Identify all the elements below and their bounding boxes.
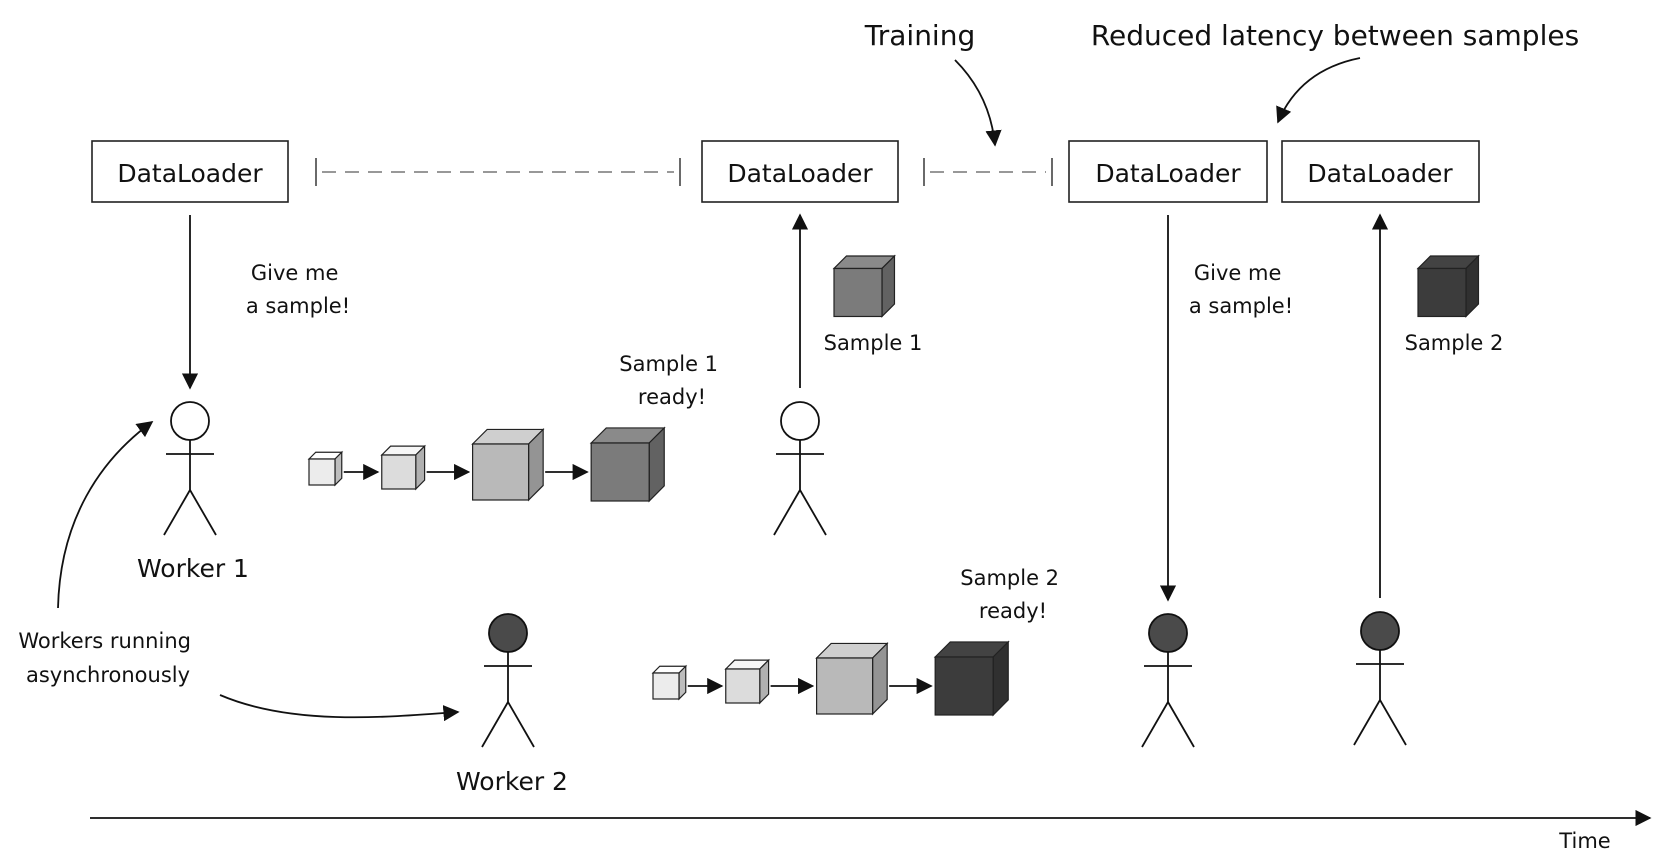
latency-pointer-arrow (1276, 57, 1361, 124)
head (488, 613, 528, 653)
cube-icon (815, 641, 889, 716)
sample1-ready-note: Sample 1 ready! (619, 352, 724, 409)
sample1-delivered-cube (832, 254, 896, 318)
cube-icon (933, 640, 1010, 717)
wait-interval-1 (315, 158, 681, 186)
worker2-figure (1353, 611, 1407, 746)
head (170, 401, 210, 441)
head (1148, 613, 1188, 653)
head (1360, 611, 1400, 651)
training-pointer-arrow (954, 59, 1002, 147)
dataloader-box-1: DataLoader (91, 140, 289, 203)
dataloader-box-3: DataLoader (1068, 140, 1268, 203)
workers-async-note: Workers running asynchronously (18, 629, 197, 687)
sample2-ready-note: Sample 2 ready! (960, 566, 1065, 623)
worker2-figure (481, 613, 535, 748)
cube-icon (380, 444, 427, 491)
cube-icon (832, 254, 896, 318)
worker1-figure (773, 401, 827, 536)
sample1-label: Sample 1 (824, 331, 923, 355)
reduced-latency-title: Reduced latency between samples (1091, 19, 1579, 52)
head (780, 401, 820, 441)
request-note-1: Give me a sample! (246, 261, 350, 318)
training-title: Training (864, 19, 975, 52)
sample1-pipeline (307, 426, 666, 503)
dataloader-box-2: DataLoader (701, 140, 899, 203)
cube-icon (589, 426, 666, 503)
worker2-figure (1141, 613, 1195, 748)
dataloader-label: DataLoader (1095, 159, 1241, 188)
time-label: Time (1558, 829, 1610, 853)
worker1-figure (163, 401, 217, 536)
sample2-delivered-cube (1416, 254, 1480, 318)
cube-icon (307, 450, 344, 487)
worker2-label: Worker 2 (456, 767, 568, 796)
cube-icon (471, 427, 545, 502)
dataloader-label: DataLoader (117, 159, 263, 188)
wait-interval-training (923, 158, 1053, 186)
dataloader-label: DataLoader (727, 159, 873, 188)
async-arrow-worker2 (219, 694, 460, 722)
cube-icon (724, 658, 771, 705)
cube-icon (651, 664, 688, 701)
dataloader-label: DataLoader (1307, 159, 1453, 188)
request-note-2: Give me a sample! (1189, 261, 1293, 318)
cube-icon (1416, 254, 1480, 318)
dataloader-box-4: DataLoader (1281, 140, 1480, 203)
sample2-label: Sample 2 (1405, 331, 1504, 355)
async-arrow-worker1 (57, 421, 154, 609)
worker1-label: Worker 1 (137, 554, 249, 583)
sample2-pipeline (651, 640, 1010, 717)
